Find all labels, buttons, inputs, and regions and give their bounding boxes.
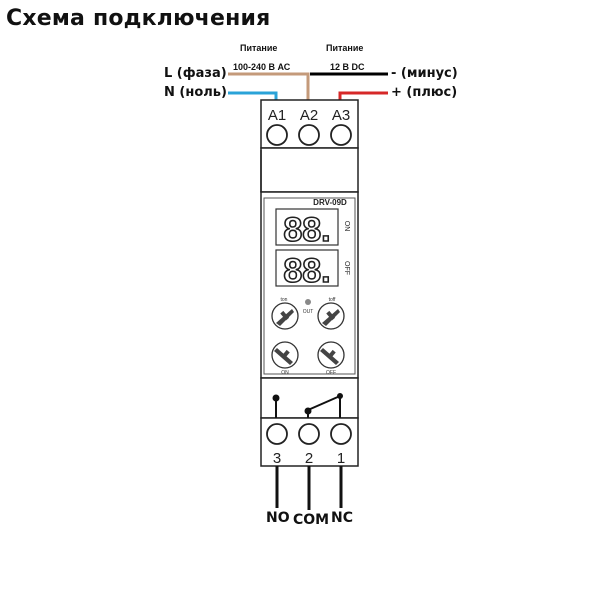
wire-label-plus: + (плюс) <box>391 85 458 100</box>
wire-n <box>228 91 278 100</box>
terminal-label-a2: A2 <box>300 107 318 124</box>
page-title: Схема подключения <box>6 6 271 31</box>
output-label-com: COM <box>293 512 330 528</box>
knob-off[interactable] <box>317 341 345 369</box>
power-ac-value: 100-240 В АС <box>233 62 291 72</box>
display-on-label: ON <box>343 221 350 232</box>
led-out-icon <box>305 299 311 305</box>
knob-toff[interactable] <box>317 302 345 330</box>
knob-on-label: ON <box>281 370 289 376</box>
wire-l <box>228 72 310 100</box>
display-on <box>275 208 339 246</box>
knob-ton[interactable] <box>271 302 299 330</box>
display-on-digits: 88. <box>283 211 330 249</box>
power-dc-heading: Питание <box>326 43 364 53</box>
terminal-screw-a2 <box>298 124 320 146</box>
knob-ton-label: ton <box>281 297 288 303</box>
terminal-label-2: 2 <box>305 450 313 467</box>
wire-label-n: N (ноль) <box>164 85 227 100</box>
wire-plus <box>338 91 388 100</box>
output-label-nc: NC <box>331 510 353 526</box>
terminal-label-a3: A3 <box>332 107 350 124</box>
wire-label-l: L (фаза) <box>164 66 227 81</box>
knob-off-label: OFF <box>326 370 336 376</box>
terminal-label-a1: A1 <box>268 107 286 124</box>
led-out-label: OUT <box>303 309 314 315</box>
power-dc-value: 12 В DC <box>330 62 365 72</box>
terminal-screw-a1 <box>266 124 288 146</box>
terminal-screw-3 <box>266 423 288 445</box>
knob-on[interactable] <box>271 341 299 369</box>
output-label-no: NO <box>266 510 290 526</box>
display-off-digits: 88. <box>283 252 330 290</box>
terminal-screw-1 <box>330 423 352 445</box>
display-off <box>275 249 339 287</box>
knob-toff-label: toff <box>329 297 336 303</box>
terminal-screw-a3 <box>330 124 352 146</box>
front-panel: DRV-09D 88. ON 88. OFF ton toff OUT <box>263 197 356 376</box>
terminal-label-3: 3 <box>273 450 281 467</box>
relay-contact-symbol <box>272 393 343 418</box>
power-ac-heading: Питание <box>240 43 278 53</box>
model-label: DRV-09D <box>313 198 347 207</box>
display-off-label: OFF <box>343 261 350 275</box>
terminal-screw-2 <box>298 423 320 445</box>
wire-label-minus: - (минус) <box>391 66 458 81</box>
terminal-label-1: 1 <box>337 450 345 467</box>
output-wires <box>275 466 343 510</box>
